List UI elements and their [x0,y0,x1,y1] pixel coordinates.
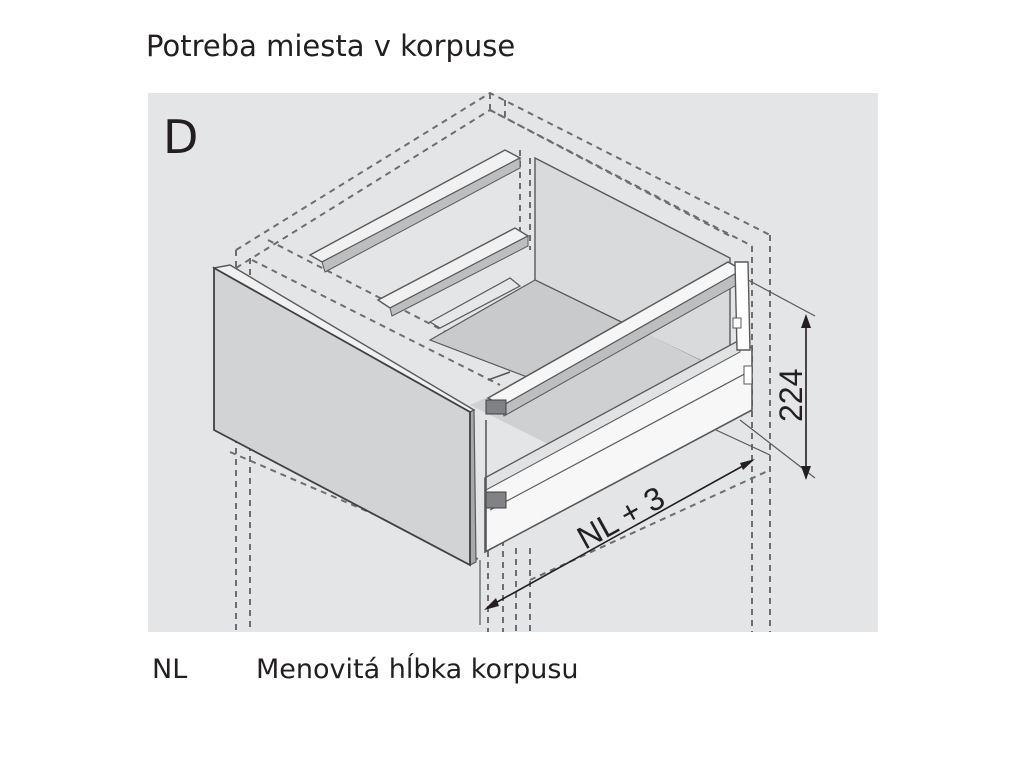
depth-dimension [479,429,771,625]
panel-letter: D [163,110,198,164]
legend-abbreviation: NL [152,654,188,685]
drawer-side-panel [484,261,753,554]
height-dimension-label: 224 [773,369,809,422]
drawer-rails [308,149,744,417]
legend-description: Menovitá hĺbka korpusu [256,654,579,685]
height-dimension [739,279,816,480]
drawer-front-panel [211,264,477,567]
page-title: Potreba miesta v korpuse [146,29,516,63]
